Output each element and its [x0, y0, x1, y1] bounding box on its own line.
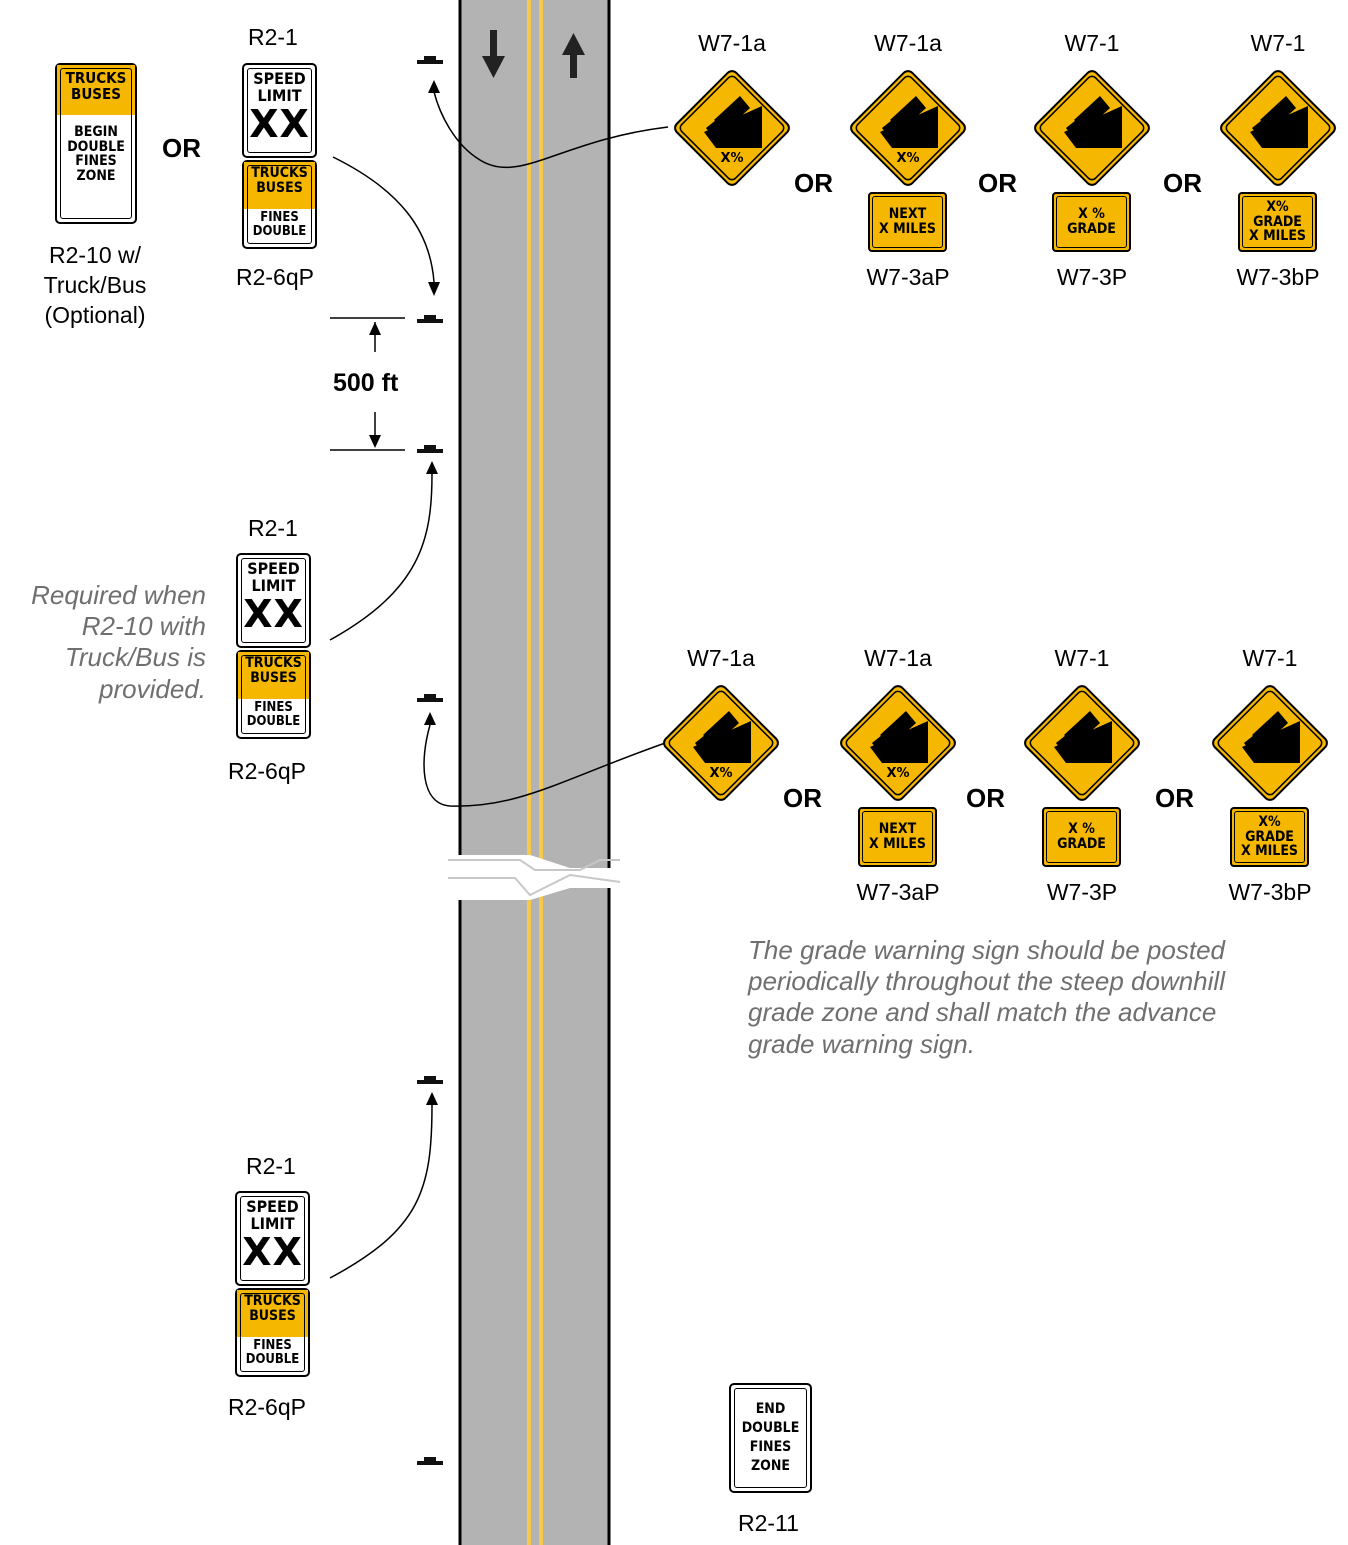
svg-text:X%: X%	[896, 151, 919, 166]
or-text: OR	[1163, 168, 1202, 198]
truck-grade-diamond-icon	[1024, 685, 1140, 801]
truck-grade-diamond-icon: X%	[850, 70, 966, 186]
warning-sign-code: W7-1	[1242, 645, 1298, 671]
plaque-code: W7-3P	[1056, 264, 1128, 290]
r2-1-label: R2-1	[248, 24, 298, 50]
dimension-label: 500 ft	[333, 369, 399, 397]
plaque-code: W7-3bP	[1228, 879, 1312, 905]
w7-3p-plaque: X % GRADE	[1052, 192, 1131, 252]
w7-3ap-plaque: NEXT X MILES	[858, 807, 937, 867]
plaque-code: W7-3bP	[1236, 264, 1320, 290]
truck-grade-diamond-icon	[1220, 70, 1336, 186]
truck-grade-diamond-icon	[1034, 70, 1150, 186]
w7-3ap-plaque: NEXT X MILES	[868, 192, 947, 252]
w7-3bp-plaque: X% GRADE X MILES	[1230, 807, 1309, 867]
truck-grade-diamond-icon: X%	[674, 70, 790, 186]
r2-6qp-label: R2-6qP	[236, 264, 314, 290]
or-text: OR	[966, 783, 1005, 813]
southbound-arrow-icon	[482, 30, 505, 78]
plaque-code: W7-3P	[1046, 879, 1118, 905]
r2-10-label: R2-10 w/ Truck/Bus (Optional)	[43, 242, 147, 328]
speed-limit-sign: SPEED LIMIT XX	[236, 553, 311, 648]
warning-sign-code: W7-1	[1250, 30, 1306, 56]
plaque-code: W7-3aP	[856, 879, 940, 905]
truck-grade-diamond-icon: X%	[663, 685, 779, 801]
speed-limit-sign: SPEED LIMIT XX	[242, 63, 317, 158]
svg-text:X%: X%	[720, 151, 743, 166]
r2-1-label: R2-1	[248, 515, 298, 541]
warning-sign-code: W7-1	[1064, 30, 1120, 56]
w7-3bp-plaque: X% GRADE X MILES	[1238, 192, 1317, 252]
or-text: OR	[783, 783, 822, 813]
r2-6qp-label: R2-6qP	[228, 1394, 306, 1420]
speed-limit-sign: SPEED LIMIT XX	[235, 1191, 310, 1286]
svg-text:X%: X%	[886, 766, 909, 781]
svg-text:X%: X%	[709, 766, 732, 781]
r2-1-label: R2-1	[246, 1153, 296, 1179]
truck-grade-diamond-icon	[1212, 685, 1328, 801]
or-text: OR	[1155, 783, 1194, 813]
or-text: OR	[794, 168, 833, 198]
warning-sign-code: W7-1a	[874, 30, 942, 56]
required-note: Required when R2-10 with Truck/Bus is pr…	[31, 580, 206, 704]
or-text: OR	[978, 168, 1017, 198]
warning-sign-code: W7-1a	[698, 30, 766, 56]
w7-3p-plaque: X % GRADE	[1042, 807, 1121, 867]
r2-11-label: R2-11	[738, 1510, 799, 1536]
or-text: OR	[162, 133, 201, 163]
r2-6qp-label: R2-6qP	[228, 758, 306, 784]
plaque-code: W7-3aP	[866, 264, 950, 290]
warning-sign-code: W7-1a	[687, 645, 755, 671]
truck-grade-diamond-icon: X%	[840, 685, 956, 801]
grade-note: The grade warning sign should be posted …	[748, 935, 1225, 1059]
northbound-arrow-icon	[562, 33, 585, 78]
warning-sign-code: W7-1a	[864, 645, 932, 671]
warning-sign-code: W7-1	[1054, 645, 1110, 671]
